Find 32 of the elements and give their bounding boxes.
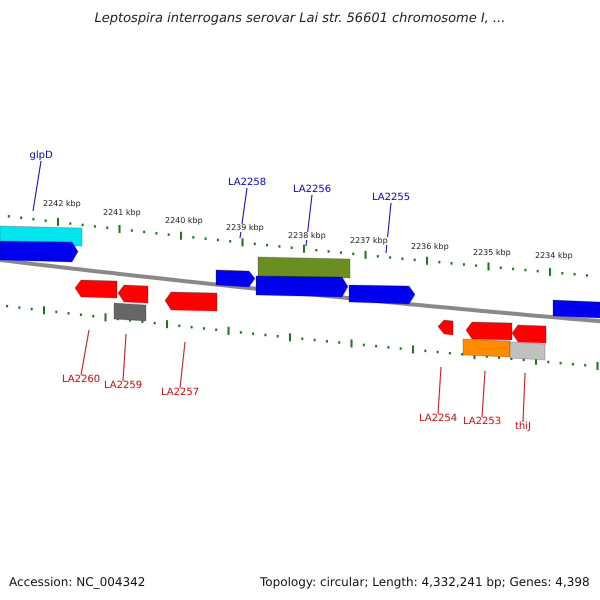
leader-line xyxy=(32,160,42,212)
leader-line xyxy=(522,372,526,422)
title: Leptospira interrogans serovar Lai str. 56601 chromosome I, ... xyxy=(94,12,506,24)
scale-label: 2234 kbp xyxy=(535,252,573,260)
gene-label: LA2260 xyxy=(62,375,100,385)
gene-label: LA2255 xyxy=(372,193,410,203)
gene-label: thiJ xyxy=(515,422,531,432)
gene-label: LA2259 xyxy=(104,381,142,391)
gene-label: LA2254 xyxy=(419,414,458,424)
scale-label: 2238 kbp xyxy=(288,232,326,240)
scale-label: 2239 kbp xyxy=(226,224,264,232)
leader-line xyxy=(438,366,442,414)
leader-line xyxy=(122,334,126,382)
scale-label: 2237 kbp xyxy=(350,237,388,245)
leader-line xyxy=(240,188,248,238)
gene-label: glpD xyxy=(30,151,53,161)
scale-label: 2240 kbp xyxy=(165,217,203,225)
genome-map-drawing xyxy=(0,215,600,370)
gene-label: LA2256 xyxy=(293,185,332,195)
genome-info-text: Topology: circular; Length: 4,332,241 bp; Genes: 4,398 xyxy=(260,576,590,588)
leader-line xyxy=(80,330,90,376)
gene-label: LA2257 xyxy=(161,388,200,398)
leader-line xyxy=(482,370,486,418)
leader-line xyxy=(306,194,312,246)
gene-label: LA2253 xyxy=(463,417,502,427)
gene-label: LA2258 xyxy=(228,178,266,188)
leader-line xyxy=(386,202,392,254)
scale-label: 2241 kbp xyxy=(103,209,141,217)
accession-text: Accession: NC_004342 xyxy=(9,576,146,588)
leader-line xyxy=(180,342,186,388)
scale-label: 2235 kbp xyxy=(473,249,511,257)
scale-label: 2236 kbp xyxy=(411,243,449,251)
